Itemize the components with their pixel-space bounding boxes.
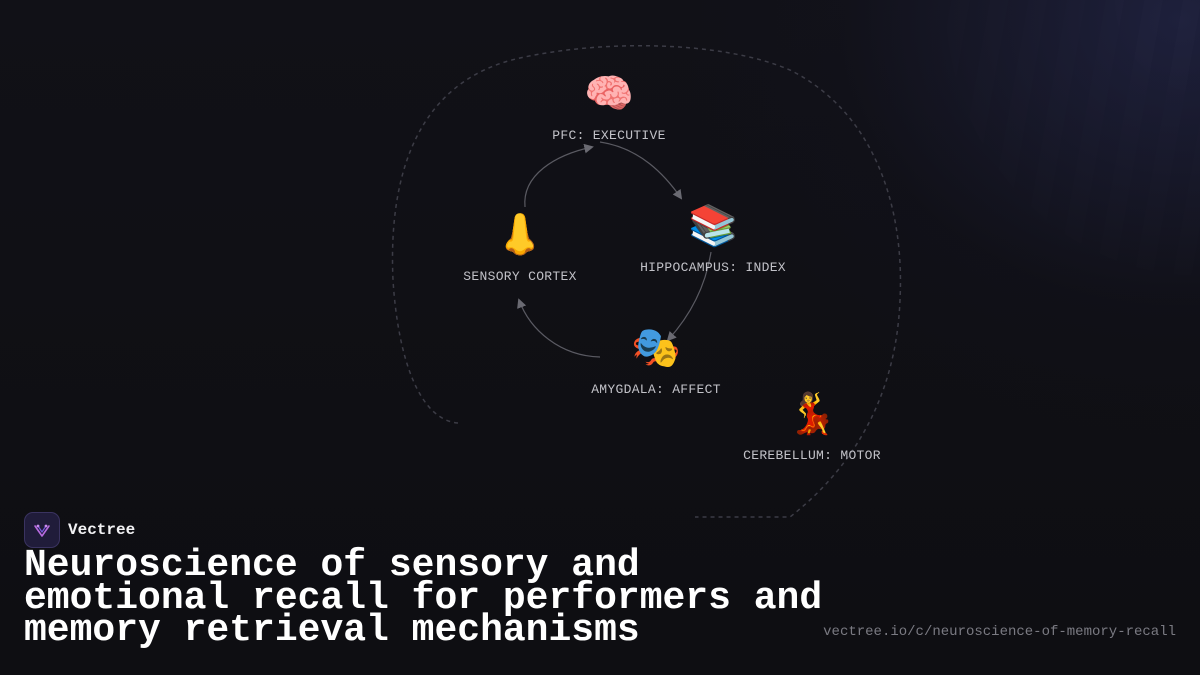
dancer-icon: 💃 xyxy=(787,395,837,440)
node-hippocampus-label: HIPPOCAMPUS: INDEX xyxy=(640,260,786,275)
node-sensory-cortex: 👃 SENSORY CORTEX xyxy=(463,216,577,285)
brain-icon: 🧠 xyxy=(584,75,634,120)
page-title: Neuroscience of sensory and emotional re… xyxy=(24,544,823,652)
node-cerebellum: 💃 CEREBELLUM: MOTOR xyxy=(743,395,881,464)
node-sensory-cortex-label: SENSORY CORTEX xyxy=(463,269,577,284)
node-pfc-label: PFC: EXECUTIVE xyxy=(552,128,666,143)
nose-icon: 👃 xyxy=(495,216,545,261)
arrow-pfc-to-hippocampus xyxy=(599,141,683,200)
vectree-logo-icon xyxy=(24,512,60,548)
page-url[interactable]: vectree.io/c/neuroscience-of-memory-reca… xyxy=(823,624,1176,640)
node-amygdala: 🎭 AMYGDALA: AFFECT xyxy=(591,329,721,398)
theater-masks-icon: 🎭 xyxy=(631,329,681,374)
arrow-amygdala-to-sensory xyxy=(517,298,601,358)
node-cerebellum-label: CEREBELLUM: MOTOR xyxy=(743,448,881,463)
node-pfc: 🧠 PFC: EXECUTIVE xyxy=(552,75,666,144)
brand[interactable]: Vectree xyxy=(24,512,135,548)
arrow-hippocampus-to-amygdala xyxy=(666,251,712,342)
brand-name: Vectree xyxy=(68,521,136,539)
background-rays xyxy=(720,0,1200,520)
node-amygdala-label: AMYGDALA: AFFECT xyxy=(591,382,721,397)
head-outline xyxy=(391,45,902,518)
books-icon: 📚 xyxy=(688,207,738,252)
node-hippocampus: 📚 HIPPOCAMPUS: INDEX xyxy=(640,207,786,276)
arrow-sensory-to-pfc xyxy=(524,143,594,208)
